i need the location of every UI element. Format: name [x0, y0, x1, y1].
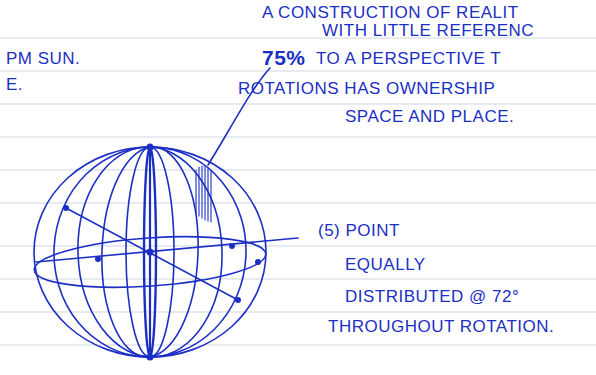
sphere [33, 68, 298, 362]
note-text: TO A PERSPECTIVE T [316, 50, 501, 69]
note-text: A CONSTRUCTION OF REALIT [262, 4, 519, 23]
note-text: WITH LITTLE REFERENC [322, 22, 534, 41]
note-text: DISTRIBUTED @ 72° [345, 288, 519, 307]
note-text: THROUGHOUT ROTATION. [328, 318, 554, 337]
note-text: PM SUN. [6, 50, 80, 69]
note-text: (5) POINT [318, 222, 400, 241]
note-text: ROTATIONS HAS OWNERSHIP [238, 80, 495, 99]
note-text: 75% [262, 46, 306, 69]
hatching [196, 166, 211, 222]
note-text: SPACE AND PLACE. [345, 108, 514, 127]
points [63, 144, 261, 361]
note-text: E. [6, 76, 23, 95]
note-text: EQUALLY [345, 256, 426, 275]
